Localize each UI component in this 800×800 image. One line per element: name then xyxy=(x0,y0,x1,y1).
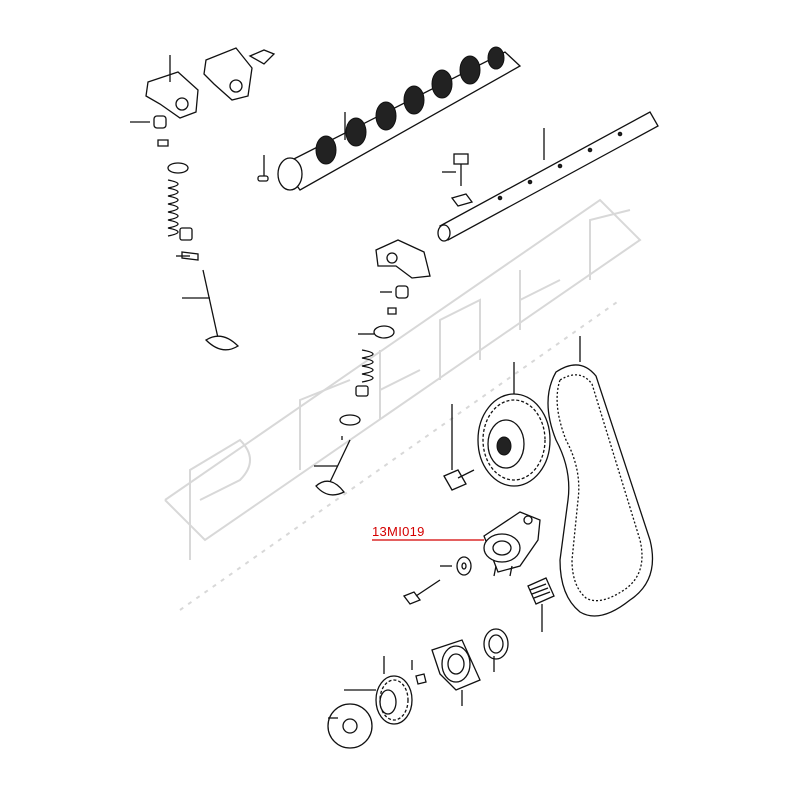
oil-seal xyxy=(483,628,509,672)
woodruff-key xyxy=(411,660,427,685)
tensioner-stud xyxy=(402,579,441,605)
camshaft-sprocket xyxy=(477,362,551,487)
timing-belt xyxy=(547,336,654,617)
sprocket-bolt xyxy=(443,404,475,491)
tensioner-spring xyxy=(527,577,555,632)
rocker-arm-centre xyxy=(375,239,431,279)
rocker-arm-second xyxy=(203,47,253,101)
camshaft xyxy=(257,46,522,191)
crank-washer xyxy=(327,703,373,749)
rocker-arm-left xyxy=(145,55,199,119)
washer xyxy=(440,556,472,576)
rocker-shaft xyxy=(437,111,659,242)
part-number-label: 13MI019 xyxy=(372,524,425,539)
valve-parts-centre xyxy=(314,285,409,496)
belt-guide-plate xyxy=(431,639,481,706)
watermark-logo xyxy=(164,198,642,611)
valve-parts-left xyxy=(130,115,240,351)
belt-tensioner xyxy=(372,511,541,577)
crankshaft-sprocket xyxy=(344,656,413,725)
top-fragment xyxy=(248,49,276,65)
